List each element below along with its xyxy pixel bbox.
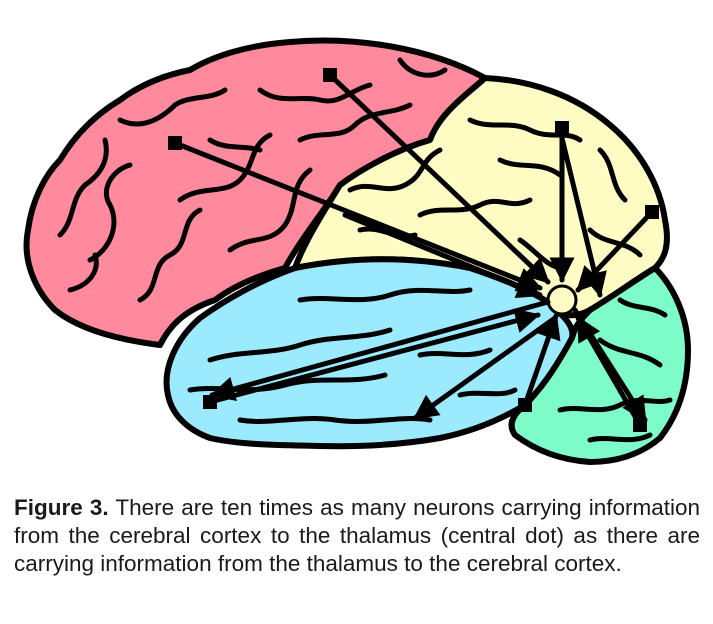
arrow-cortex-to-thalamus xyxy=(522,313,561,408)
arrow-tails xyxy=(168,68,659,432)
arrow-thalamus-to-cortex xyxy=(209,299,551,402)
arrow-thalamus-to-cortex xyxy=(572,307,648,423)
arrow-cortex-to-thalamus xyxy=(207,308,541,405)
connection-arrows xyxy=(172,72,655,428)
arrow-cortex-to-thalamus xyxy=(327,72,551,285)
sulci xyxy=(57,57,673,443)
arrow-cortex-to-thalamus xyxy=(557,127,607,298)
figure-caption: Figure 3. There are ten times as many ne… xyxy=(14,494,700,578)
thalamus-dot xyxy=(546,284,578,316)
caption-label: Figure 3. xyxy=(14,495,109,520)
arrow-cortex-to-thalamus xyxy=(172,140,543,292)
arrow-cortex-to-thalamus xyxy=(342,212,543,299)
caption-text: There are ten times as many neurons carr… xyxy=(14,495,700,576)
arrow-thalamus-to-cortex xyxy=(412,315,558,421)
brain-diagram xyxy=(23,37,691,465)
